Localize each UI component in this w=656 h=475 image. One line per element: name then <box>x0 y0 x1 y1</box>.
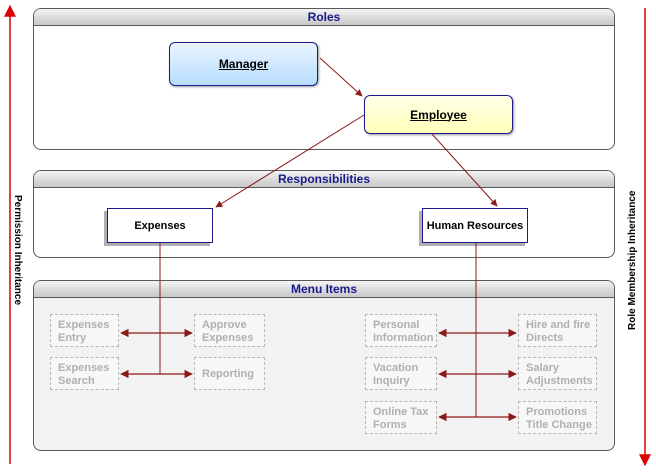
menu-item-personal-information-line2: Information <box>373 332 434 344</box>
role-manager-label: Manager <box>218 57 269 71</box>
menu-item-expenses-entry: Expenses Entry <box>50 314 119 347</box>
responsibilities-panel-title: Responsibilities <box>34 171 614 188</box>
menu-item-salary-adjustments: Salary Adjustments <box>518 357 597 390</box>
menu-item-expenses-search-line2: Search <box>58 375 95 387</box>
menu-item-online-tax-forms-line2: Forms <box>373 419 407 431</box>
roles-panel: Roles <box>33 8 615 150</box>
menu-item-expenses-entry-line1: Expenses <box>58 319 110 331</box>
permission-inheritance-label: Permission Inheritance <box>12 195 23 306</box>
menu-item-approve-expenses-line2: Expenses <box>202 332 254 344</box>
menu-item-salary-adjustments-line1: Salary <box>526 362 560 374</box>
menu-item-personal-information: Personal Information <box>365 314 437 347</box>
role-employee-label: Employee <box>410 107 467 122</box>
menu-item-hire-and-fire: Hire and fire Directs <box>518 314 597 347</box>
menu-item-promotions: Promotions Title Change <box>518 401 597 434</box>
menu-item-promotions-line1: Promotions <box>526 406 588 418</box>
menu-item-reporting: Reporting <box>194 357 265 390</box>
responsibility-expenses: Expenses <box>107 208 213 243</box>
menu-item-vacation-inquiry-line2: Inquiry <box>373 375 410 387</box>
menu-item-salary-adjustments-line2: Adjustments <box>526 375 593 387</box>
menu-item-personal-information-line1: Personal <box>373 319 420 331</box>
menu-item-approve-expenses: Approve Expenses <box>194 314 265 347</box>
menu-item-hire-and-fire-line2: Directs <box>526 332 564 344</box>
menu-item-promotions-line2: Title Change <box>526 419 592 431</box>
role-manager: Manager <box>169 42 318 86</box>
menu-item-expenses-entry-line2: Entry <box>58 332 87 344</box>
responsibility-human-resources-label: Human Resources <box>426 219 524 232</box>
responsibility-human-resources: Human Resources <box>422 208 528 243</box>
menu-item-expenses-search-line1: Expenses <box>58 362 110 374</box>
menu-item-vacation-inquiry: Vacation Inquiry <box>365 357 437 390</box>
menu-item-vacation-inquiry-line1: Vacation <box>373 362 419 374</box>
role-membership-inheritance-label: Role Membership Inheritance <box>627 190 638 330</box>
menu-items-panel: Menu Items <box>33 280 615 451</box>
menu-item-hire-and-fire-line1: Hire and fire <box>526 319 591 331</box>
menu-items-panel-title: Menu Items <box>34 281 614 298</box>
responsibility-expenses-label: Expenses <box>134 219 186 232</box>
menu-item-online-tax-forms-line1: Online Tax <box>373 406 429 418</box>
menu-item-expenses-search: Expenses Search <box>50 357 119 390</box>
menu-item-online-tax-forms: Online Tax Forms <box>365 401 437 434</box>
roles-panel-title: Roles <box>34 9 614 26</box>
role-employee: Employee <box>364 95 513 134</box>
menu-item-approve-expenses-line1: Approve <box>202 319 247 331</box>
menu-item-reporting-line1: Reporting <box>202 368 254 380</box>
